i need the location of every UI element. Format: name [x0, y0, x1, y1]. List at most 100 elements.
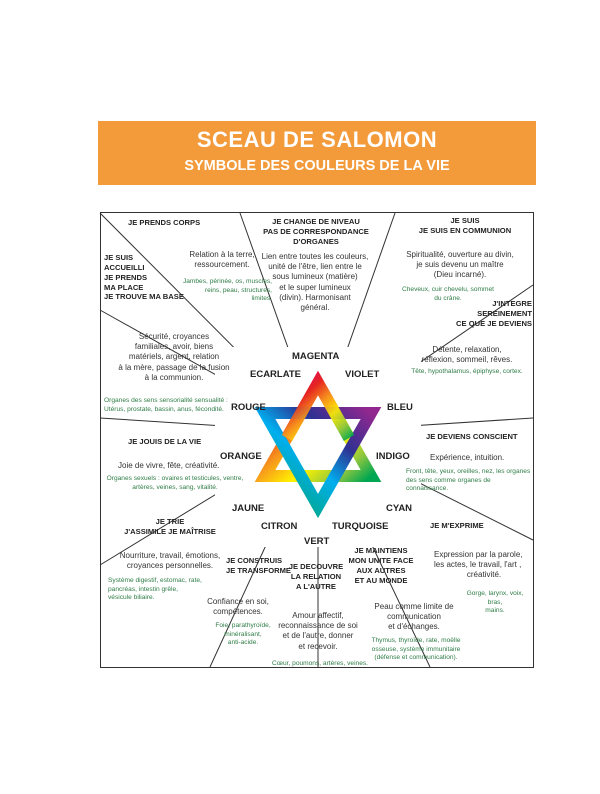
heading-line: AUX AUTRES [356, 565, 406, 575]
top-left-body: Relation à la terre, ressourcement. [170, 250, 274, 270]
label-ecarlate: ECARLATE [250, 369, 302, 380]
organs-line: Organes sexuels : ovaires et testicules,… [106, 475, 244, 482]
organs-line: mains. [485, 607, 505, 615]
body-line: Joie de vivre, fête, créativité. [118, 461, 220, 470]
label-rouge: ROUGE [231, 402, 266, 413]
body-line: Détente, relaxation, [432, 345, 502, 354]
organs-line: osseuse, système immunitaire [371, 645, 461, 653]
body-line: unité de l'être, lien entre le [268, 262, 362, 272]
heading-line: JE CHANGE DE NIVEAU [272, 217, 360, 226]
left-lower-organs: Système digestif, estomac, rate, pancréa… [108, 577, 202, 603]
left-middle-body: Joie de vivre, fête, créativité. [118, 461, 219, 471]
body-line: à la communion. [144, 372, 204, 382]
heading-line: J'INTEGRE [492, 299, 532, 308]
organs-line: Foie, parathyroïde, minéralisant, [215, 622, 271, 638]
label-citron: CITRON [261, 521, 298, 532]
body-line: communication [387, 612, 441, 622]
body-line: Spiritualité, ouverture au divin, [406, 250, 514, 259]
body-line: et d'échanges. [388, 622, 440, 632]
top-left-organs: Jambes, périnée, os, muscles, reins, pea… [180, 278, 272, 304]
heading-line: JE SUIS EN COMMUNION [418, 225, 512, 235]
left-middle-organs: Organes sexuels : ovaires et testicules,… [104, 475, 246, 492]
body-line: ressourcement. [194, 260, 250, 270]
bottom-right-body: Peau comme limite de communication et d'… [362, 602, 466, 633]
right-upper-heading: J'INTEGRE SEREINEMENT CE QUE JE DEVIENS [450, 299, 532, 329]
diagram-frame [100, 212, 534, 668]
left-upper-organs: Organes des sens sensorialité sensualité… [104, 397, 236, 414]
organs-line: du crâne. [434, 294, 462, 302]
organs-line: anti-acide. [227, 639, 259, 647]
top-right-heading: JE SUIS JE SUIS EN COMMUNION [405, 216, 525, 236]
title-banner: SCEAU DE SALOMON SYMBOLE DES COULEURS DE… [98, 121, 536, 185]
label-bleu: BLEU [387, 402, 413, 413]
top-right-organs: Cheveux, cuir chevelu, sommet du crâne. [388, 286, 508, 303]
body-line: reconnaissance de soi [278, 621, 358, 631]
body-line: sous lumineux (matière) [272, 272, 358, 282]
organs-line: limites. [251, 295, 272, 303]
body-line: Amour affectif, [292, 611, 344, 620]
star-overlap [281, 370, 355, 441]
label-magenta: MAGENTA [292, 351, 340, 362]
heading-line: A L'AUTRE [296, 581, 336, 591]
heading-line: ET AU MONDE [354, 575, 408, 585]
heading-line: JE CONSTRUIS [226, 556, 283, 565]
heading-line: JE TRANSFORME [226, 565, 291, 575]
right-middle-body: Expérience, intuition. [430, 453, 504, 463]
body-line: réflexion, sommeil, rêves. [421, 355, 513, 365]
bottom-center-heading: JE DECOUVRE LA RELATION A L'AUTRE [286, 562, 346, 592]
page-title: SCEAU DE SALOMON [196, 127, 438, 152]
heading-line: MA PLACE [104, 282, 144, 292]
bottom-left-heading: JE CONSTRUIS JE TRANSFORME [226, 556, 291, 576]
heading-line: SEREINEMENT [477, 308, 532, 318]
right-middle-organs: Front, tête, yeux, oreilles, nez, les or… [406, 468, 532, 494]
body-line: matériels, argent, relation [128, 352, 220, 362]
bottom-left-organs: Foie, parathyroïde, minéralisant, anti-a… [196, 622, 290, 648]
top-left-heading: JE PRENDS CORPS [128, 218, 201, 227]
organs-line: Thymus, thyroïde, rate, moëlle [371, 637, 461, 644]
body-line: Peau comme limite de [374, 602, 454, 611]
body-line: Expression par la parole, [434, 550, 523, 559]
body-line: créativité. [466, 570, 502, 580]
organs-line: Gorge, larynx, voix, bras, [466, 590, 524, 606]
body-line: et recevoir. [298, 641, 338, 651]
body-line: Nourriture, travail, émotions, [119, 551, 221, 560]
label-orange: ORANGE [220, 451, 262, 462]
heading-line: JE SUIS [450, 216, 480, 225]
organs-line: (défense et communication). [374, 654, 458, 662]
heading-line: JE PRENDS [104, 272, 148, 282]
organs-line: Front, tête, yeux, oreilles, nez, les or… [406, 468, 531, 475]
bottom-left-body: Confiance en soi, compétences. [196, 597, 280, 617]
right-lower-heading: JE M'EXPRIME [430, 521, 484, 530]
body-line: compétences. [213, 607, 263, 617]
right-upper-organs: Tête, hypothalamus, épiphyse, cortex. [404, 368, 530, 377]
body-line: croyances personnelles. [126, 561, 214, 571]
right-lower-body: Expression par la parole, les actes, le … [434, 550, 534, 581]
heading-line: JE SUIS [104, 253, 134, 262]
organs-line: Cheveux, cuir chevelu, sommet [402, 286, 494, 293]
heading-line: CE QUE JE DEVIENS [456, 318, 532, 328]
body-line: Relation à la terre, [189, 250, 255, 259]
body-line: familiales, avoir, biens [134, 342, 214, 352]
heading-line: JE MAINTIENS [354, 546, 408, 555]
page-subtitle: SYMBOLE DES COULEURS DE LA VIE [184, 158, 450, 174]
organs-line: Organes des sens sensorialité sensualité… [104, 397, 228, 404]
left-upper-body: Sécurité, croyances familiales, avoir, b… [108, 332, 240, 383]
label-jaune: JAUNE [232, 503, 265, 514]
body-line: Lien entre toutes les couleurs, [261, 252, 369, 261]
heading-line: MON UNITE FACE [348, 555, 414, 565]
body-line: (Dieu incarné). [433, 270, 487, 280]
heading-line: JE TROUVE MA BASE [104, 292, 184, 302]
body-line: Confiance en soi, [207, 597, 269, 606]
right-middle-heading: JE DEVIENS CONSCIENT [426, 432, 518, 441]
heading-line: JE DECOUVRE [288, 562, 344, 571]
label-turquoise: TURQUOISE [332, 521, 389, 532]
label-indigo: INDIGO [376, 451, 410, 462]
left-lower-body: Nourriture, travail, émotions, croyances… [110, 551, 230, 571]
body-line: (divin). Harmonisant [279, 292, 351, 302]
organs-line: reins, peau, structures, [204, 286, 272, 294]
top-right-body: Spiritualité, ouverture au divin, je sui… [392, 250, 528, 281]
heading-line: LA RELATION [290, 571, 342, 581]
top-center-body: Lien entre toutes les couleurs, unité de… [250, 252, 380, 313]
body-line: général. [300, 303, 330, 313]
star-triangle-down [254, 407, 382, 519]
